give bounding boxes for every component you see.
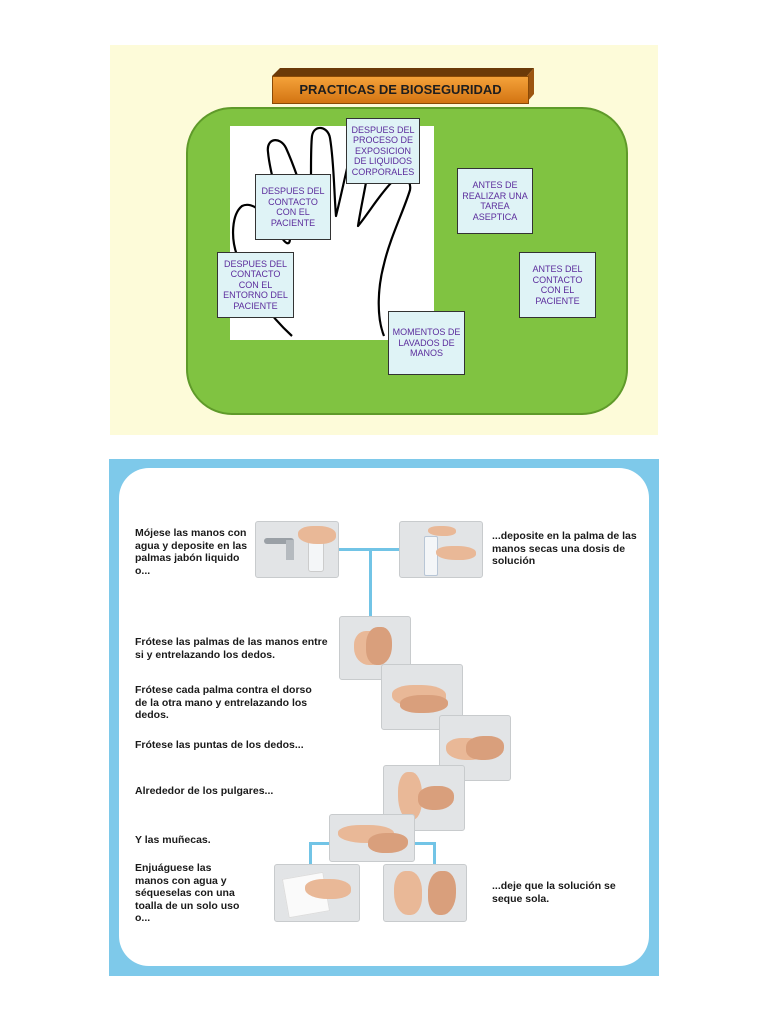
photo-faucet-soap: [255, 521, 339, 578]
connector-left-down: [309, 842, 312, 864]
step-let-dry: ...deje que la solución se seque sola.: [492, 880, 616, 905]
step-rinse-dry-towel: Enjuáguese las manos con agua y séquesel…: [135, 862, 240, 924]
step-rub-palms: Frótese las palmas de las manos entre si…: [135, 636, 328, 661]
step-thumbs: Alrededor de los pulgares...: [135, 785, 274, 797]
step-wet-hands: Mójese las manos con agua y deposite en …: [135, 527, 248, 577]
photo-rub-back: [381, 664, 463, 730]
box-after-fluids: DESPUES DEL PROCESO DE EXPOSICION DE LIQ…: [346, 118, 420, 184]
box-after-patient: DESPUES DEL CONTACTO CON EL PACIENTE: [255, 174, 331, 240]
box-moments: MOMENTOS DE LAVADOS DE MANOS: [388, 311, 465, 375]
connector-right-down: [433, 842, 436, 864]
step-dose-solution: ...deposite en la palma de las manos sec…: [492, 530, 637, 567]
step-wrists: Y las muñecas.: [135, 834, 211, 846]
box-before-patient: ANTES DEL CONTACTO CON EL PACIENTE: [519, 252, 596, 318]
steps-card: Mójese las manos con agua y deposite en …: [119, 468, 649, 966]
photo-towel: [274, 864, 360, 922]
title-text: PRACTICAS DE BIOSEGURIDAD: [272, 76, 529, 104]
title-banner: PRACTICAS DE BIOSEGURIDAD: [272, 68, 534, 104]
photo-dispenser: [399, 521, 483, 578]
handwashing-steps-panel: Mójese las manos con agua y deposite en …: [109, 459, 659, 976]
connector-vertical-top: [369, 548, 372, 616]
box-after-environment: DESPUES DEL CONTACTO CON EL ENTORNO DEL …: [217, 252, 294, 318]
photo-rub-palms: [339, 616, 411, 680]
photo-dry-hands: [383, 864, 467, 922]
photo-wrists: [329, 814, 415, 862]
bioseguridad-panel: PRACTICAS DE BIOSEGURIDAD DESPUES DEL PR…: [110, 45, 658, 435]
step-rub-back: Frótese cada palma contra el dorso de la…: [135, 684, 312, 721]
box-before-aseptic: ANTES DE REALIZAR UNA TAREA ASEPTICA: [457, 168, 533, 234]
step-fingertips: Frótese las puntas de los dedos...: [135, 739, 304, 751]
